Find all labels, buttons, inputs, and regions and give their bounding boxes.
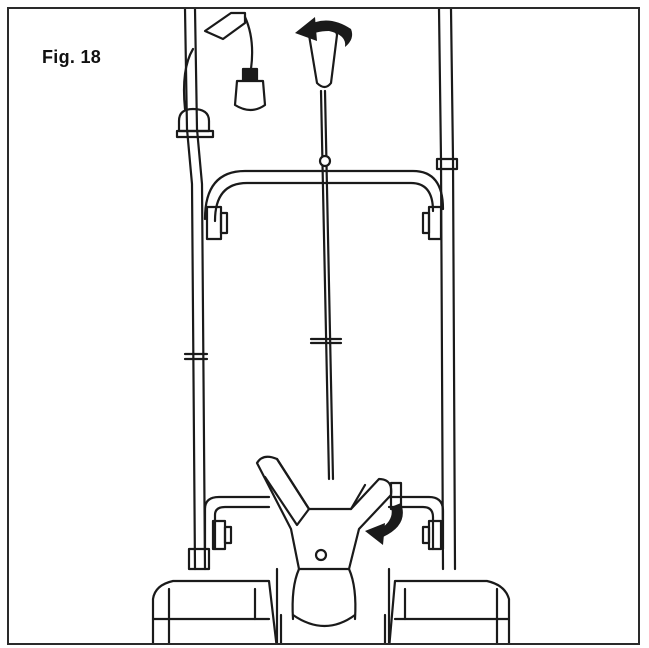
curved-arrow-icon <box>365 503 403 545</box>
right-handle-tube <box>435 9 459 571</box>
figure-label: Fig. 18 <box>42 47 102 67</box>
left-handle-tube <box>175 9 215 571</box>
curved-arrow-icon <box>295 17 353 47</box>
snow-thrower-illustration <box>151 9 511 643</box>
upper-cross-bar <box>203 169 445 241</box>
chute-crank-rod <box>309 89 343 481</box>
lower-frame <box>203 495 445 551</box>
figure-frame: Fig. 18 <box>7 7 640 645</box>
machine-body <box>151 567 511 643</box>
power-cord <box>182 11 267 112</box>
